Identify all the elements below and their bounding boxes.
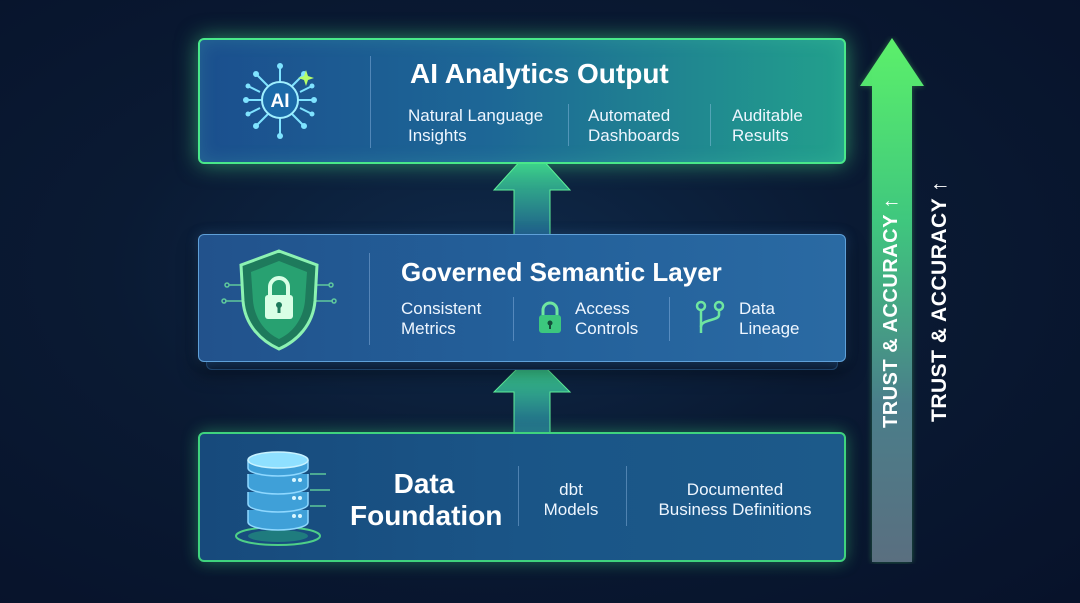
- ai-item-auditable-results: Auditable Results: [732, 106, 803, 145]
- data-item-documented-business-definitions: Documented Business Definitions: [658, 480, 812, 519]
- layer-data-foundation: Data Foundation dbt Models Documented Bu…: [198, 432, 846, 562]
- ai-chip-icon: AI: [243, 63, 317, 139]
- data-item-dbt-models: dbt Models: [543, 480, 599, 519]
- trust-accuracy-arrow: [860, 38, 924, 562]
- layer-governed-semantic: Governed Semantic Layer Consistent Metri…: [198, 234, 846, 362]
- layer-semantic-title: Governed Semantic Layer: [401, 257, 722, 287]
- ai-item-automated-dashboards: Automated Dashboards: [588, 106, 680, 145]
- lock-icon: [539, 301, 561, 333]
- svg-text:AI: AI: [271, 91, 290, 112]
- shield-lock-icon: [221, 249, 337, 351]
- up-arrow-lower: [492, 353, 572, 436]
- trust-accuracy-label-outer: TRUST & ACCURACY ↑: [928, 180, 951, 422]
- up-arrow-upper: [492, 147, 572, 238]
- layer-semantic-base: [206, 360, 838, 370]
- layer-data-title: Data Foundation: [350, 468, 503, 531]
- semantic-item-access-controls: Access Controls: [575, 299, 639, 338]
- layer-ai-analytics-output: AI AI Analytics Output Natural Language …: [198, 38, 846, 164]
- trust-accuracy-label-inner: TRUST & ACCURACY ↑: [880, 197, 902, 428]
- ai-item-natural-language-insights: Natural Language Insights: [408, 106, 544, 145]
- lineage-icon: [695, 300, 725, 333]
- semantic-item-data-lineage: Data Lineage: [739, 299, 800, 338]
- layer-ai-title: AI Analytics Output: [410, 58, 669, 89]
- database-icon: [235, 451, 330, 546]
- semantic-item-consistent-metrics: Consistent Metrics: [401, 299, 482, 338]
